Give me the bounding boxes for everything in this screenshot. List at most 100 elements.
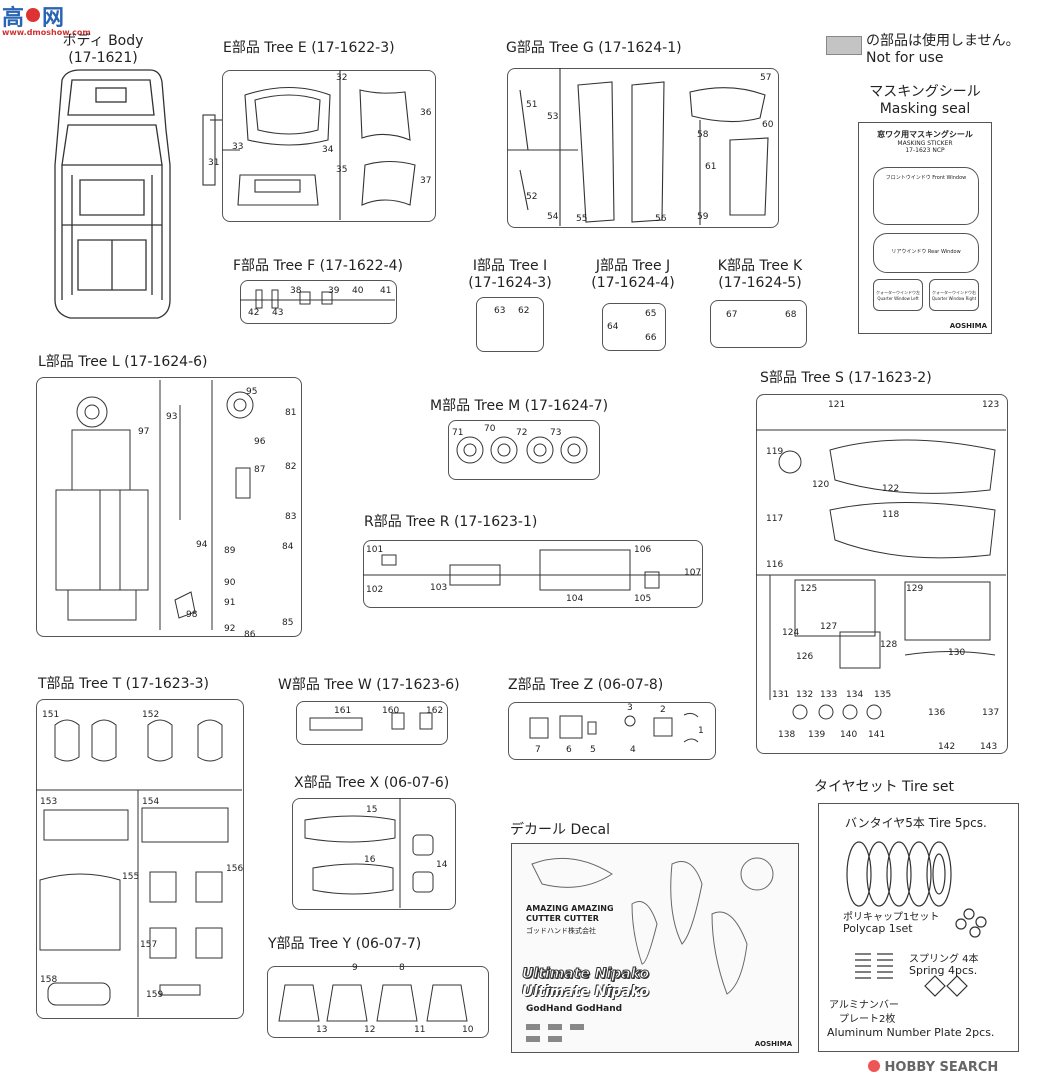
part-number: 132 [796, 690, 814, 700]
tree-e-label: E部品 Tree E (17-1622-3) [223, 40, 395, 56]
masking-title-en: Masking seal [879, 101, 971, 117]
tree-z-label: Z部品 Tree Z (06-07-8) [508, 677, 664, 693]
tree-m-sprue [448, 420, 600, 480]
part-number: 133 [820, 690, 838, 700]
part-number: 31 [208, 158, 220, 168]
part-number: 6 [566, 745, 572, 755]
part-number: 105 [634, 594, 652, 604]
part-number: 101 [366, 545, 384, 555]
watermark-logo: 高网 www.dmoshow.com [2, 0, 91, 37]
tireset-poly-jp: ポリキャップ1セット [843, 912, 940, 923]
part-number: 41 [380, 286, 392, 296]
part-number: 136 [928, 708, 946, 718]
part-number: 57 [760, 73, 772, 83]
part-number: 118 [882, 510, 900, 520]
part-number: 130 [948, 648, 966, 658]
part-number: 154 [142, 797, 160, 807]
masking-brand: AOSHIMA [949, 322, 987, 330]
part-number: 134 [846, 690, 864, 700]
hobby-search-text: HOBBY SEARCH [884, 1060, 999, 1075]
part-number: 141 [868, 730, 886, 740]
part-number: 94 [196, 540, 208, 550]
part-number: 14 [436, 860, 448, 870]
part-number: 52 [526, 192, 538, 202]
part-number: 33 [232, 142, 244, 152]
masking-sheet-sub: MASKING STICKER [897, 140, 953, 147]
tree-body-label: ボディ Body [62, 33, 144, 49]
part-number: 64 [607, 322, 619, 332]
part-number: 122 [882, 484, 900, 494]
tireset-tire-label: バンタイヤ5本 Tire 5pcs. [845, 816, 987, 830]
masking-sheet-title: 窓ワク用マスキングシール [877, 130, 973, 139]
tree-j-code: (17-1624-4) [591, 275, 675, 291]
part-number: 68 [785, 310, 797, 320]
part-number: 106 [634, 545, 652, 555]
part-number: 42 [248, 308, 260, 318]
part-number: 82 [285, 462, 297, 472]
part-number: 9 [352, 963, 358, 973]
masking-quarter-right: クォーターウインドウ右 Quarter Window Right [929, 279, 979, 311]
part-number: 67 [726, 310, 738, 320]
tree-g-label: G部品 Tree G (17-1624-1) [506, 40, 682, 56]
part-number: 63 [494, 306, 506, 316]
part-number: 40 [352, 286, 364, 296]
part-number: 87 [254, 465, 266, 475]
tree-j-label: J部品 Tree J [595, 258, 671, 274]
part-number: 96 [254, 437, 266, 447]
tree-x-label: X部品 Tree X (06-07-6) [294, 775, 450, 791]
tireset-poly-en: Polycap 1set [843, 922, 913, 935]
tree-i-sprue [476, 297, 544, 352]
part-number: 2 [660, 705, 666, 715]
part-number: 34 [322, 145, 334, 155]
part-number: 60 [762, 120, 774, 130]
masking-rear-window: リアウインドウ Rear Window [873, 233, 979, 273]
part-number: 124 [782, 628, 800, 638]
tree-body-code: (17-1621) [68, 50, 138, 66]
tireset-spring-en: Spring 4pcs. [909, 964, 978, 977]
tree-z-sprue [508, 702, 716, 760]
part-number: 84 [282, 542, 294, 552]
part-number: 32 [336, 73, 348, 83]
part-number: 103 [430, 583, 448, 593]
part-number: 107 [684, 568, 702, 578]
part-number: 155 [122, 872, 140, 882]
legend-text-en: Not for use [866, 50, 944, 66]
part-number: 11 [414, 1025, 426, 1035]
part-number: 140 [840, 730, 858, 740]
masking-title-jp: マスキングシール [869, 84, 981, 100]
tree-f-label: F部品 Tree F (17-1622-4) [233, 258, 404, 274]
hobby-search-icon [868, 1060, 880, 1072]
decal-logo-2: Ultimate Nipako [522, 984, 650, 1000]
tree-k-label: K部品 Tree K [717, 258, 803, 274]
part-number: 104 [566, 594, 584, 604]
part-number: 81 [285, 408, 297, 418]
tree-l-sprue [36, 377, 302, 637]
part-number: 117 [766, 514, 784, 524]
tireset-title: タイヤセット Tire set [814, 779, 954, 795]
tree-k-sprue [710, 300, 807, 348]
masking-rear-label: リアウインドウ Rear Window [891, 249, 961, 255]
tree-g-sprue [507, 68, 779, 228]
decal-logo-3: GodHand GodHand [526, 1004, 623, 1014]
part-number: 128 [880, 640, 898, 650]
part-number: 153 [40, 797, 58, 807]
watermark-char: 高 [2, 6, 25, 31]
part-number: 1 [698, 726, 704, 736]
part-number: 139 [808, 730, 826, 740]
part-number: 127 [820, 622, 838, 632]
part-number: 85 [282, 618, 294, 628]
tree-m-label: M部品 Tree M (17-1624-7) [430, 398, 609, 414]
watermark-char-2: 网 [42, 6, 65, 31]
tree-l-label: L部品 Tree L (17-1624-6) [38, 354, 208, 370]
part-number: 10 [462, 1025, 474, 1035]
legend-swatch [826, 36, 862, 55]
